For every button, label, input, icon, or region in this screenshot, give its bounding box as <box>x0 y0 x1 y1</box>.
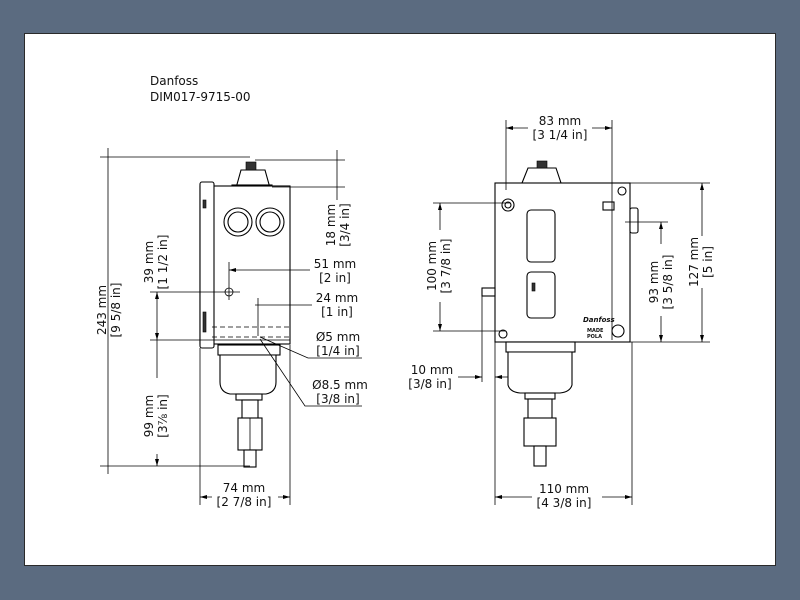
dim-dia8-5-in: [3/8 in] <box>316 392 359 406</box>
dim-74-in: [2 7/8 in] <box>217 495 272 509</box>
front-view-dimensions: 83 mm [3 1/4 in] 100 mm [3 7/8 in] 93 mm… <box>408 113 718 510</box>
dim-243-in: [9 5/8 in] <box>109 283 123 338</box>
dim-10-mm: 10 mm <box>411 363 453 377</box>
dim-74-mm: 74 mm <box>223 481 265 495</box>
brand-label: Danfoss <box>150 74 198 88</box>
dim-18-in: [3/4 in] <box>338 203 352 246</box>
made-label: MADE <box>587 328 604 334</box>
dim-127-mm: 127 mm <box>687 237 701 287</box>
dim-100-in: [3 7/8 in] <box>439 239 453 294</box>
drawing-id: DIM017-9715-00 <box>150 90 251 104</box>
dim-127-in: [5 in] <box>701 246 715 278</box>
dim-83-mm: 83 mm <box>539 114 581 128</box>
dim-51-mm: 51 mm <box>314 257 356 271</box>
svg-text:Danfoss: Danfoss <box>583 316 615 324</box>
dim-24-mm: 24 mm <box>316 291 358 305</box>
dim-18-mm: 18 mm <box>324 204 338 246</box>
pola-label: POLA <box>587 334 602 340</box>
side-view-device <box>199 161 291 468</box>
dim-93-in: [3 5/8 in] <box>661 255 675 310</box>
dim-51-in: [2 in] <box>319 271 351 285</box>
dim-110-in: [4 3/8 in] <box>537 496 592 510</box>
dim-93-mm: 93 mm <box>647 261 661 303</box>
side-view-dimensions: 243 mm [9 5/8 in] 18 mm [3/4 in] 39 mm [… <box>95 148 368 509</box>
dim-dia5-in: [1/4 in] <box>316 344 359 358</box>
dim-dia5-mm: Ø5 mm <box>316 330 360 344</box>
dim-243-mm: 243 mm <box>95 285 109 335</box>
dim-83-in: [3 1/4 in] <box>533 128 588 142</box>
dim-dia8-5-mm: Ø8.5 mm <box>312 378 368 392</box>
front-view-device: Danfoss MADE POLA <box>481 160 639 467</box>
dim-99-mm: 99 mm <box>142 395 156 437</box>
dim-99-in: [3⅞ in] <box>156 394 170 437</box>
dim-10-in: [3/8 in] <box>408 377 451 391</box>
dim-100-mm: 100 mm <box>425 241 439 291</box>
dim-39-mm: 39 mm <box>142 241 156 283</box>
dim-110-mm: 110 mm <box>539 482 589 496</box>
dim-39-in: [1 1/2 in] <box>156 235 170 290</box>
dim-24-in: [1 in] <box>321 305 353 319</box>
